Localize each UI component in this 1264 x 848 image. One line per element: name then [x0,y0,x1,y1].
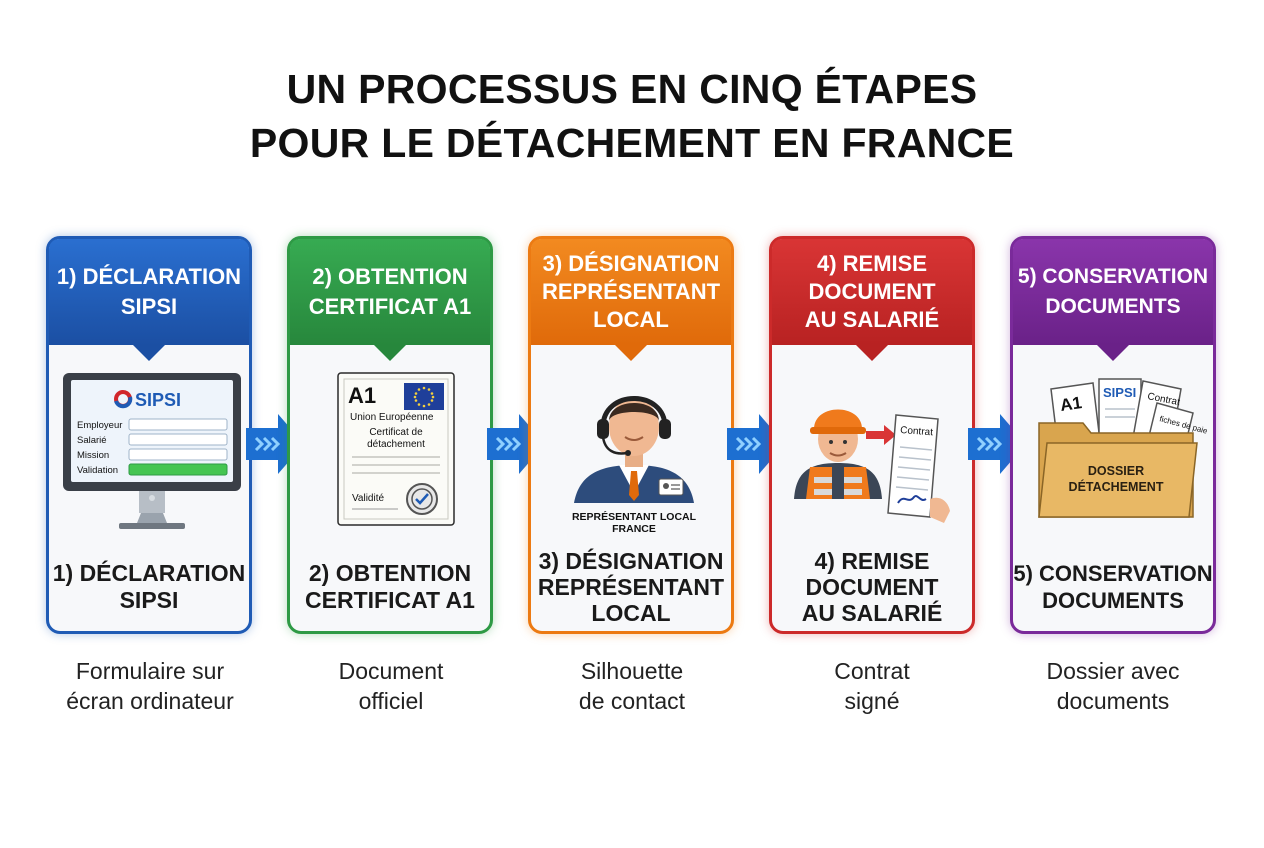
folder-label-line: DÉTACHEMENT [1069,479,1164,494]
validity-text: Validité [352,493,384,504]
step-1-header: 1) DÉCLARATION SIPSI [49,239,249,361]
step-3-footer-line-2: REPRÉSENTANT [537,574,725,600]
caption-line: Dossier avec [1046,658,1180,684]
eu-stars-icon [413,386,435,408]
computer-monitor-icon: SIPSI Employeur Salarié Mission Validati… [63,373,241,529]
step-card-2: 2) OBTENTION CERTIFICAT A1 A1 Union Euro… [287,236,493,634]
caption-line: officiel [358,688,424,714]
handover-arrow-icon [866,425,896,445]
issuer-text: Union Européenne [350,412,434,423]
form-field-label: Validation [77,465,118,476]
header-notch [374,345,406,361]
caption-line: Document [338,658,444,684]
caption-line: signé [844,688,900,714]
step-5-footer-line-2: DOCUMENTS [1042,588,1184,613]
step-4-footer-line-2: DOCUMENT [805,574,939,600]
step-4-caption: Contrat signé [752,656,992,716]
step-card-1: 1) DÉCLARATION SIPSI SIPSI Employeur Sal… [46,236,252,634]
step-5-footer: 5) CONSERVATION DOCUMENTS [1013,545,1213,629]
a1-code-text: A1 [348,383,376,408]
step-5-header: 5) CONSERVATION DOCUMENTS [1013,239,1213,361]
certificate-illustration: A1 Union Européenne Certificat de détach… [298,367,482,533]
title-line-1: UN PROCESSUS EN CINQ ÉTAPES [286,66,978,112]
step-2-footer: 2) OBTENTION CERTIFICAT A1 [290,545,490,629]
sipsi-brand-text: SIPSI [135,390,181,410]
step-3-footer-line-3: LOCAL [591,600,671,626]
computer-form-illustration: SIPSI Employeur Salarié Mission Validati… [57,367,241,533]
paper-a1-text: A1 [1059,393,1083,415]
signature-mark [897,495,927,504]
step-3-header-line-3: LOCAL [593,307,669,332]
step-1-header-line-1: 1) DÉCLARATION [56,264,242,289]
step-3-header: 3) DÉSIGNATION REPRÉSENTANT LOCAL [531,239,731,361]
headset-person-icon: REPRÉSENTANT LOCAL FRANCE [572,396,697,535]
step-2-caption: Document officiel [271,656,511,716]
step-1-footer-line-2: SIPSI [119,587,179,613]
step-5-header-line-2: DOCUMENTS [1045,295,1181,318]
step-4-footer-line-3: AU SALARIÉ [801,600,943,626]
header-notch [133,345,165,361]
representative-label-line: FRANCE [612,523,656,533]
step-3-caption: Silhouette de contact [512,656,752,716]
step-5-header-line-1: 5) CONSERVATION [1017,265,1209,288]
title-line-2: POUR LE DÉTACHEMENT EN FRANCE [249,120,1015,166]
step-2-header: 2) OBTENTION CERTIFICAT A1 [290,239,490,361]
signed-contract-illustration: Contrat [780,367,964,533]
representative-label-line: REPRÉSENTANT LOCAL [572,510,697,523]
form-field-label: Mission [77,450,109,461]
step-4-footer: 4) REMISE DOCUMENT AU SALARIÉ [772,545,972,629]
step-card-4: 4) REMISE DOCUMENT AU SALARIÉ Contrat [769,236,975,634]
step-5-footer-line-1: 5) CONSERVATION [1013,561,1213,586]
folder-with-documents-icon: A1 SIPSI Contrat fiches de paie DOSSIER … [1038,378,1209,518]
caption-line: écran ordinateur [66,688,234,714]
form-field-label: Salarié [77,435,107,446]
header-notch [615,345,647,361]
folder-label-line: DOSSIER [1088,464,1144,478]
step-1-header-line-2: SIPSI [120,294,178,319]
step-3-header-line-1: 3) DÉSIGNATION [542,251,720,276]
step-3-header-line-2: REPRÉSENTANT [541,279,721,304]
caption-line: Contrat [834,658,910,684]
step-3-footer-line-1: 3) DÉSIGNATION [538,548,724,574]
worker-contract-icon: Contrat [794,409,950,523]
header-notch [1097,345,1129,361]
step-4-header-line-2: DOCUMENT [808,279,936,304]
caption-line: documents [1056,688,1170,714]
doc-title-line: détachement [367,439,425,450]
header-notch [856,345,888,361]
form-field-label: Employeur [77,420,122,431]
step-1-footer-line-1: 1) DÉCLARATION [52,560,246,586]
contact-silhouette-illustration: REPRÉSENTANT LOCAL FRANCE [539,367,723,535]
step-2-header-line-2: CERTIFICAT A1 [308,294,472,319]
step-card-3: 3) DÉSIGNATION REPRÉSENTANT LOCAL REPRÉS… [528,236,734,634]
step-5-caption: Dossier avec documents [993,656,1233,716]
step-2-header-line-1: 2) OBTENTION [312,264,468,289]
caption-line: Silhouette [580,658,684,684]
step-4-footer-line-1: 4) REMISE [814,548,930,574]
caption-line: Formulaire sur [75,658,225,684]
step-card-5: 5) CONSERVATION DOCUMENTS A1 SIPSI Contr… [1010,236,1216,634]
step-4-header-line-3: AU SALARIÉ [804,307,940,332]
step-2-footer-line-2: CERTIFICAT A1 [305,587,475,613]
document-folder-illustration: A1 SIPSI Contrat fiches de paie DOSSIER … [1021,367,1209,533]
step-4-header: 4) REMISE DOCUMENT AU SALARIÉ [772,239,972,361]
step-4-header-line-1: 4) REMISE [816,251,928,276]
doc-title-line: Certificat de [369,427,423,438]
caption-line: de contact [578,688,686,714]
paper-sipsi-text: SIPSI [1103,385,1136,400]
badge-icon [658,478,684,496]
step-1-footer: 1) DÉCLARATION SIPSI [49,545,249,629]
page-title: UN PROCESSUS EN CINQ ÉTAPES POUR LE DÉTA… [0,62,1264,170]
contract-label-text: Contrat [900,425,934,438]
step-3-footer: 3) DÉSIGNATION REPRÉSENTANT LOCAL [531,545,731,629]
certificate-document-icon: A1 Union Européenne Certificat de détach… [337,372,455,526]
step-1-caption: Formulaire sur écran ordinateur [30,656,270,716]
step-2-footer-line-1: 2) OBTENTION [308,560,472,586]
